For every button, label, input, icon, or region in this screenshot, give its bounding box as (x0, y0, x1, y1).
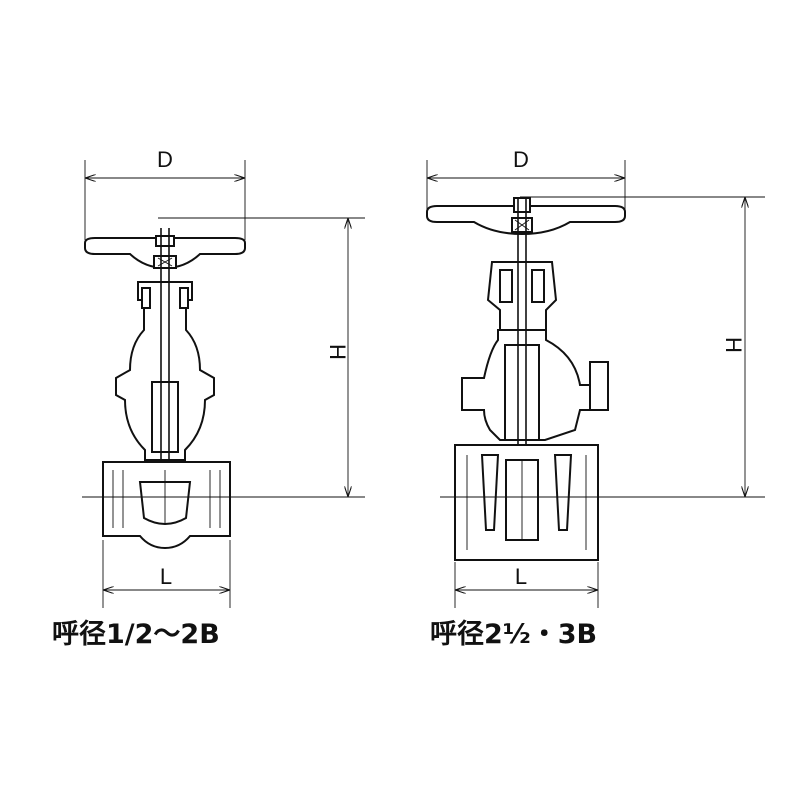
left-handwheel (84, 235, 246, 270)
left-dim-h-label: H (325, 344, 350, 360)
right-bonnet (461, 329, 609, 441)
right-dim-h-label: H (721, 337, 746, 353)
right-valve-drawing: D H L 呼径2½・3B (426, 147, 765, 650)
right-yoke (486, 261, 558, 331)
left-dim-d-label: D (157, 147, 173, 172)
right-dim-d-label: D (513, 147, 529, 172)
right-dim-l-label: L (515, 564, 527, 589)
left-caption: 呼径1/2〜2B (52, 619, 220, 650)
right-stem (517, 198, 527, 470)
left-valve-drawing: D H L 呼径1/2〜2B (52, 147, 365, 650)
left-body (102, 461, 231, 550)
left-dim-l-label: L (160, 564, 172, 589)
left-bonnet (115, 281, 215, 461)
left-dimension-lines (82, 160, 365, 608)
left-stem (160, 228, 170, 470)
right-dimension-lines (426, 160, 765, 608)
right-body (454, 444, 599, 561)
right-caption: 呼径2½・3B (430, 619, 597, 650)
